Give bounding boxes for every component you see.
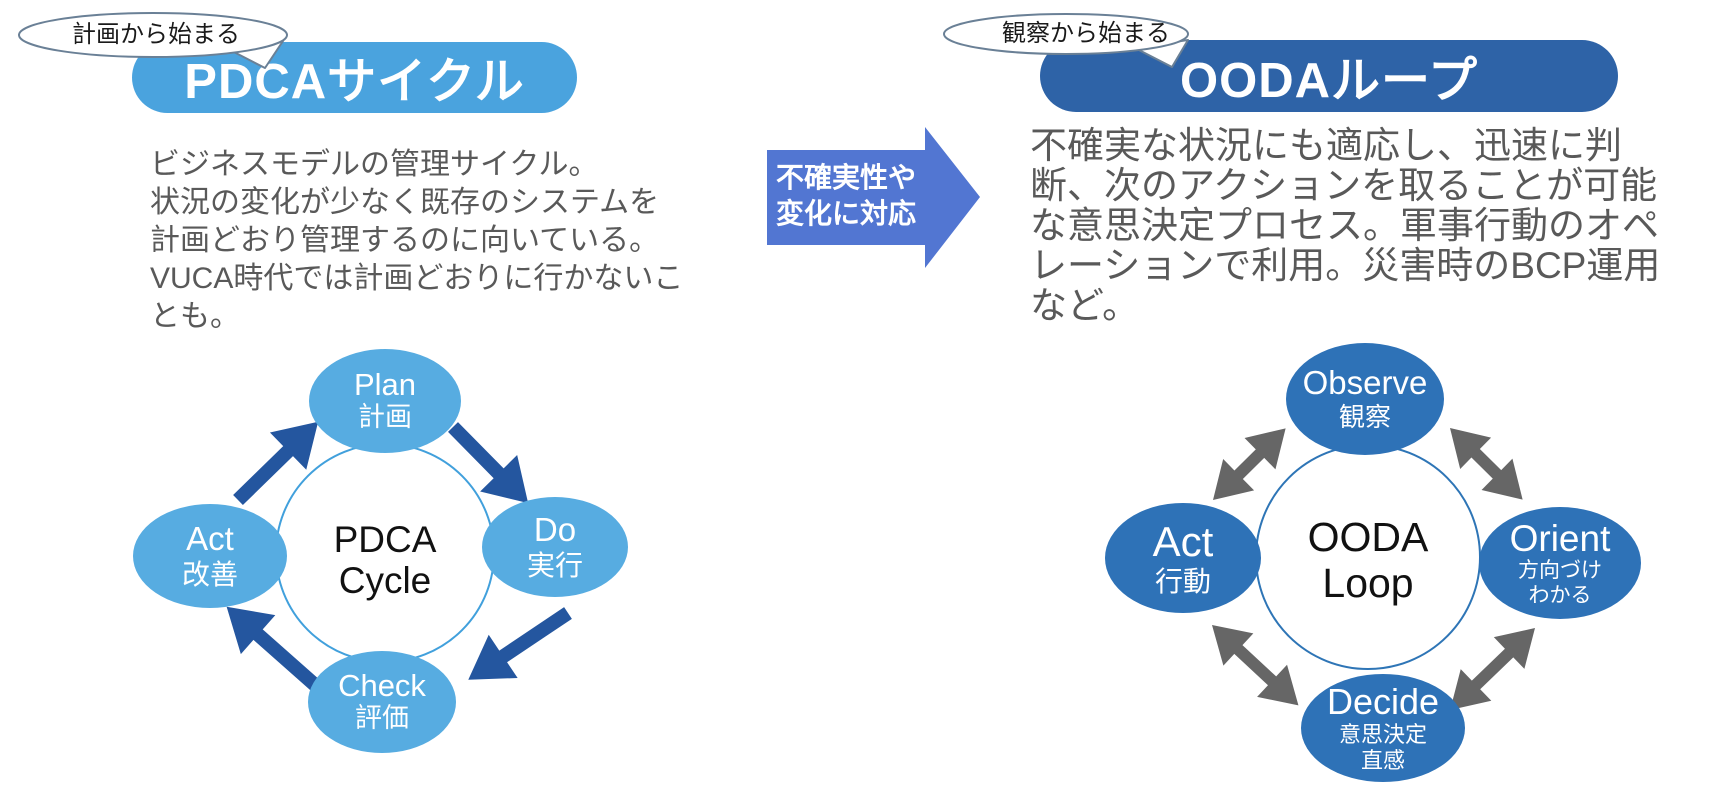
pdca-node-plan-jp: 計画 [358, 402, 412, 433]
ooda-arrow-act-observe [1213, 428, 1286, 500]
pdca-center-label: PDCA Cycle [333, 518, 437, 601]
ooda-node-orient: Orient 方向づけ わかる [1479, 507, 1641, 619]
pdca-node-act-jp: 改善 [181, 558, 238, 590]
ooda-node-observe-en: Observe [1302, 364, 1428, 402]
pdca-node-plan: Plan 計画 [309, 349, 461, 453]
ooda-node-decide: Decide 意思決定 直感 [1301, 674, 1465, 782]
ooda-node-orient-jp: 方向づけ わかる [1518, 558, 1602, 607]
transition-arrow-label: 不確実性や 変化に対応 [775, 162, 916, 229]
ooda-node-orient-en: Orient [1509, 517, 1611, 559]
ooda-node-decide-en: Decide [1326, 680, 1440, 722]
pdca-node-check-jp: 評価 [355, 703, 409, 734]
pdca-node-act: Act 改善 [133, 504, 287, 608]
pdca-description: ビジネスモデルの管理サイクル。 状況の変化が少なく既存のシステムを 計画どおり管… [150, 148, 684, 333]
ooda-node-observe-jp: 観察 [1338, 402, 1391, 433]
ooda-description: 不確実な状況にも適応し、迅速に判 断、次のアクションを取ることが可能 な意思決定… [1030, 125, 1661, 326]
ooda-arrow-decide-act [1212, 625, 1299, 706]
pdca-node-check: Check 評価 [308, 651, 456, 753]
pdca-node-do-jp: 実行 [526, 549, 583, 581]
ooda-bubble-label: 観察から始まる [1002, 20, 1170, 47]
pdca-node-act-en: Act [186, 520, 234, 557]
ooda-node-act-en: Act [1152, 517, 1214, 565]
pdca-node-do: Do 実行 [482, 497, 628, 597]
ooda-node-act: Act 行動 [1105, 503, 1261, 613]
ooda-node-act-jp: 行動 [1154, 566, 1211, 597]
ooda-node-decide-jp: 意思決定 直感 [1338, 722, 1427, 774]
pdca-arrow-do-to-check [468, 607, 572, 680]
pdca-node-plan-en: Plan [353, 366, 417, 402]
pdca-bubble-label: 計画から始まる [72, 21, 240, 48]
ooda-node-observe: Observe 観察 [1286, 343, 1444, 455]
ooda-arrow-observe-orient [1450, 428, 1523, 500]
ooda-center-label: OODA Loop [1307, 514, 1429, 606]
pdca-node-do-en: Do [533, 511, 577, 548]
pdca-node-check-en: Check [338, 667, 426, 703]
ooda-header-title: OODAループ [1179, 53, 1479, 108]
